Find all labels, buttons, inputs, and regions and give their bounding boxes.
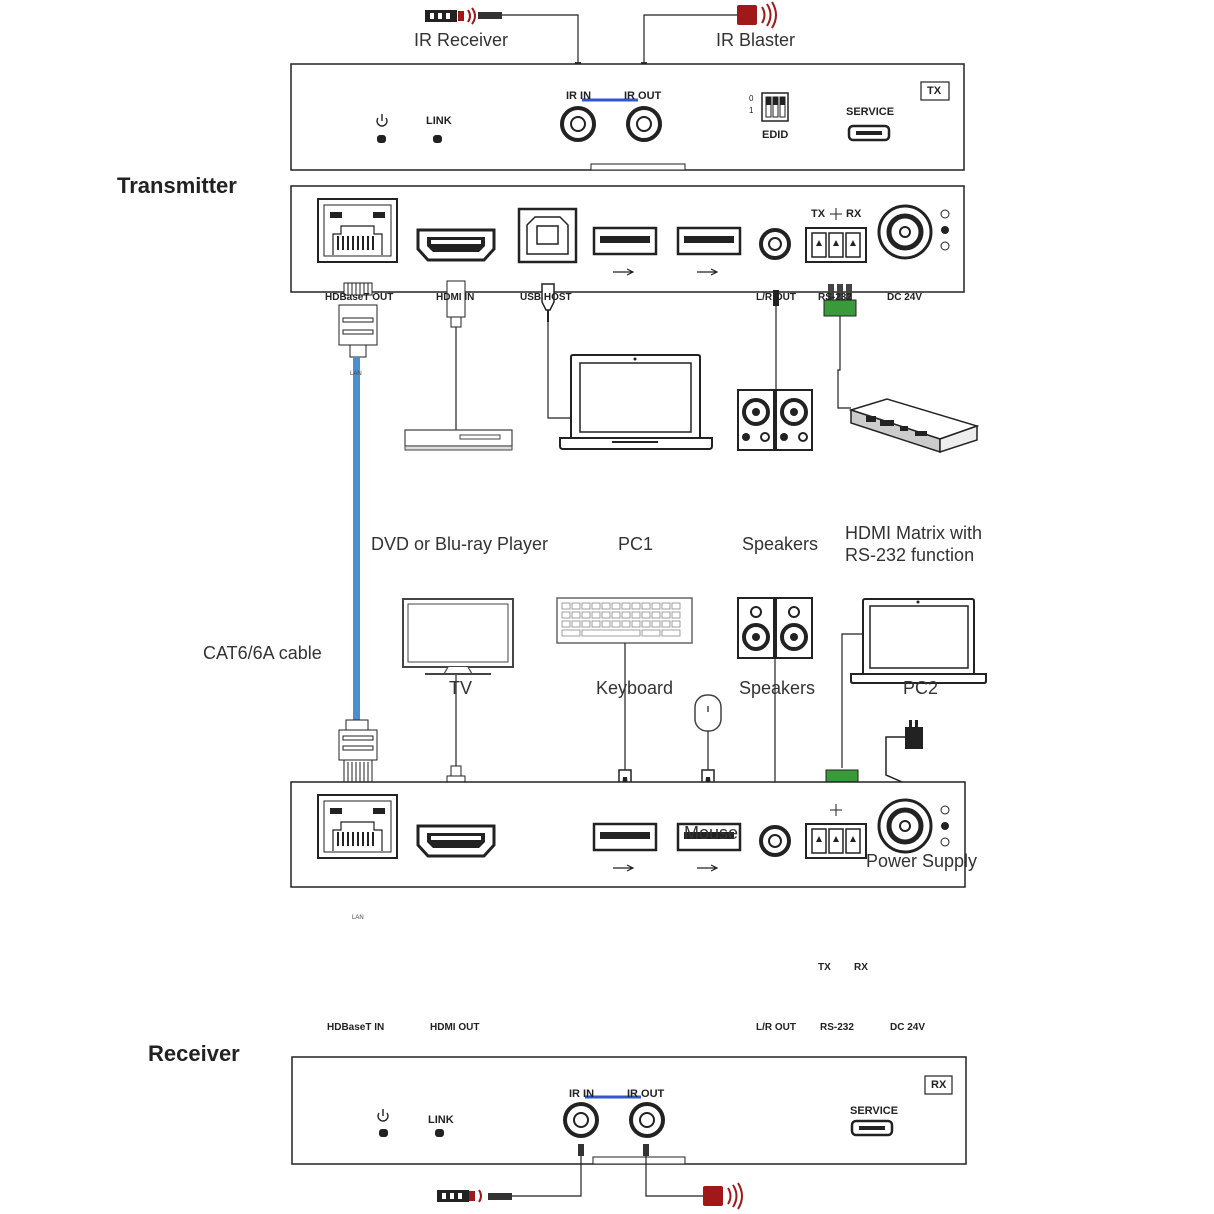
tx-link-label: LINK <box>426 115 452 127</box>
speakers-top-icon <box>737 389 813 451</box>
lan-tag-bottom: LAN <box>352 915 364 921</box>
rx-usb-a-port-1 <box>592 822 658 872</box>
pc1-label: PC1 <box>618 534 654 554</box>
rx-rs232-terminal <box>805 804 867 859</box>
hdmi-cable-top <box>446 280 466 430</box>
rx-terminal-rx-label: RX <box>854 962 868 973</box>
rx-link-label: LINK <box>428 1114 454 1126</box>
rx-terminal-tx-label: TX <box>818 962 831 973</box>
hdmi-in-port <box>416 228 496 262</box>
laptop-pc2-icon <box>850 598 987 684</box>
tx-ir-out-label: IR OUT <box>624 90 662 102</box>
rx-badge-label: RX <box>931 1079 947 1091</box>
tx-badge-box <box>920 81 950 101</box>
ir-receiver-label: IR Receiver <box>414 30 509 50</box>
cat6-cable <box>353 357 360 729</box>
transmitter-title: Transmitter <box>117 173 237 198</box>
tx-service-label: SERVICE <box>846 106 895 118</box>
receiver-front-panel <box>291 1056 967 1165</box>
dvd-player-icon <box>404 429 513 451</box>
speakers-bottom-icon <box>737 597 813 659</box>
dc-power-jack <box>877 204 950 260</box>
receiver-title: Receiver <box>148 1041 240 1066</box>
edid-1-label: 1 <box>749 106 754 115</box>
rx-ir-out-label: IR OUT <box>627 1088 665 1100</box>
link-led <box>433 135 442 143</box>
usb-host-label: USB HOST <box>520 292 572 303</box>
usb-a-port-2 <box>676 226 742 276</box>
hdbaset-in-label: HDBaseT IN <box>327 1022 385 1033</box>
rx-dc24v-label: DC 24V <box>890 1022 926 1033</box>
ir-blaster-label: IR Blaster <box>716 30 796 50</box>
rx-link-led <box>435 1129 444 1137</box>
hdbaset-plug-top <box>338 282 378 358</box>
audio-cable-top <box>773 290 779 390</box>
hdbaset-in-port <box>317 794 398 859</box>
usb-a-port-1 <box>592 226 658 276</box>
hdmi-out-port <box>416 824 496 858</box>
receiver-rear-panel <box>290 781 966 888</box>
power-supply-label: Power Supply <box>866 851 978 871</box>
tx-dc24v-label: DC 24V <box>887 292 923 303</box>
rx-power-led <box>379 1129 388 1137</box>
lan-tag-top: LAN <box>350 371 362 377</box>
speakers-bottom-label: Speakers <box>739 678 816 698</box>
tx-badge-label: TX <box>927 85 942 97</box>
keyboard-icon <box>556 597 693 644</box>
tx-terminal-tx-label: TX <box>811 208 826 220</box>
rs232-plug-bottom <box>825 633 863 802</box>
tx-terminal-rx-label: RX <box>846 208 862 220</box>
hdbaset-out-port <box>317 198 398 263</box>
tx-ir-in-label: IR IN <box>566 90 592 102</box>
matrix-label-line2: RS-232 function <box>845 545 975 565</box>
cable-label: CAT6/6A cable <box>203 643 322 663</box>
rx-badge-box <box>924 1075 953 1095</box>
tx-lr-out-label: L/R OUT <box>756 292 796 303</box>
rx-ir-in-label: IR IN <box>569 1088 595 1100</box>
speakers-top-label: Speakers <box>742 534 819 554</box>
power-icon <box>376 114 388 127</box>
pc2-label: PC2 <box>903 678 939 698</box>
transmitter-rear-panel <box>290 185 965 293</box>
rs232-plug-top <box>823 284 857 409</box>
power-led <box>377 135 386 143</box>
tv-label: TV <box>449 678 473 698</box>
keyboard-cable <box>618 643 632 799</box>
keyboard-label: Keyboard <box>596 678 674 698</box>
dvd-label: DVD or Blu-ray Player <box>371 534 549 554</box>
edid-label: EDID <box>762 129 789 141</box>
hdmi-matrix-icon <box>848 398 980 454</box>
hdbaset-plug-bottom <box>338 719 378 785</box>
mouse-label: Mouse <box>684 823 739 843</box>
rs232-terminal <box>805 208 867 263</box>
hdbaset-out-label: HDBaseT OUT <box>325 292 394 303</box>
transmitter-front-panel <box>290 63 965 171</box>
tv-icon <box>402 598 514 675</box>
rx-rs232-label: RS-232 <box>820 1022 854 1033</box>
rx-power-icon <box>377 1109 389 1122</box>
hdmi-in-label: HDMI IN <box>436 292 475 303</box>
ir-receiver-bottom <box>437 1144 584 1203</box>
hdmi-out-label: HDMI OUT <box>430 1022 480 1033</box>
ir-blaster-bottom <box>643 1144 743 1210</box>
usb-cable-top <box>541 283 572 419</box>
rx-lr-out-label: L/R OUT <box>756 1022 796 1033</box>
rx-usb-a-port-2 <box>676 822 742 872</box>
edid-switch <box>761 92 789 122</box>
mouse-icon <box>694 694 722 732</box>
tx-rs232-label: RS-232 <box>818 292 852 303</box>
edid-0-label: 0 <box>749 94 754 103</box>
rx-service-label: SERVICE <box>850 1105 899 1117</box>
laptop-pc1-icon <box>559 354 713 450</box>
rx-dc-power-jack <box>877 798 950 854</box>
usb-host-port <box>517 207 578 264</box>
matrix-label-line1: HDMI Matrix with <box>845 523 983 543</box>
